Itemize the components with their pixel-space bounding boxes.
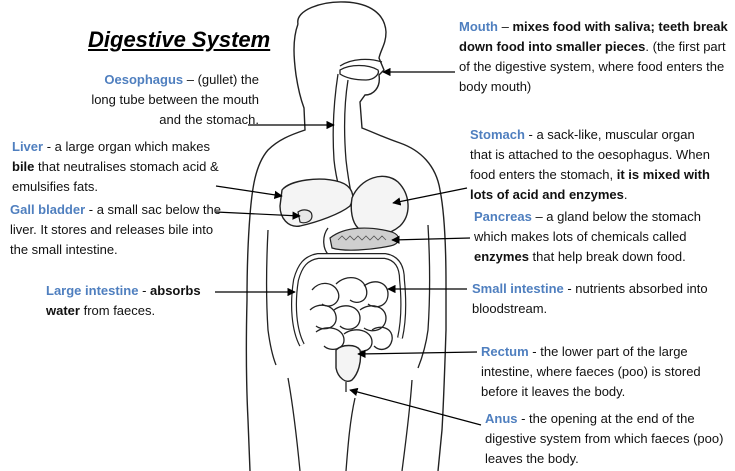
oesophagus-tube-inner (345, 80, 352, 198)
pancreas-bold-text: enzymes (474, 249, 529, 264)
large-intestine-term: Large intestine (46, 283, 138, 298)
page-title: Digestive System (88, 27, 270, 53)
pancreas-shape (330, 228, 399, 250)
duodenum (324, 228, 330, 256)
stomach-shape (351, 176, 408, 234)
pointer-anus (350, 390, 481, 425)
small-intestine (310, 278, 392, 352)
pointer-liver (216, 186, 282, 196)
small-intestine-term: Small intestine (472, 281, 564, 296)
pointer-pancreas (392, 238, 470, 240)
rectum-label: Rectum - the lower part of the large int… (481, 342, 721, 402)
leg-line-right-outer (402, 380, 412, 471)
anus-term: Anus (485, 411, 518, 426)
anus-label: Anus - the opening at the end of the dig… (485, 409, 725, 469)
liver-shape (280, 179, 353, 226)
liver-term: Liver (12, 139, 43, 154)
stomach-label: Stomach - a sack-like, muscular organ th… (470, 125, 715, 205)
mouth-term: Mouth (459, 19, 498, 34)
rectum-shape (336, 346, 361, 382)
mouth-cavity (340, 66, 378, 81)
gall-bladder-shape (298, 210, 312, 223)
leg-line-right (346, 398, 355, 471)
pointer-rectum (358, 352, 477, 354)
large-intestine-label: Large intestine - absorbs water from fae… (46, 281, 221, 321)
pancreas-label: Pancreas – a gland below the stomach whi… (474, 207, 724, 267)
arm-line-right (418, 225, 430, 368)
liver-bold-text: bile (12, 159, 34, 174)
liver-label: Liver - a large organ which makes bile t… (12, 137, 222, 197)
arm-line-left (267, 230, 277, 365)
oesophagus-label: Oesophagus – (gullet) the long tube betw… (89, 70, 259, 130)
leg-line-left (288, 378, 300, 471)
gall-bladder-label: Gall bladder - a small sac below the liv… (10, 200, 226, 260)
stomach-term: Stomach (470, 127, 525, 142)
rectum-term: Rectum (481, 344, 529, 359)
gall-bladder-term: Gall bladder (10, 202, 85, 217)
mouth-label: Mouth – mixes food with saliva; teeth br… (459, 17, 731, 97)
oesophagus-term: Oesophagus (104, 72, 183, 87)
pancreas-term: Pancreas (474, 209, 532, 224)
small-intestine-label: Small intestine - nutrients absorbed int… (472, 279, 727, 319)
